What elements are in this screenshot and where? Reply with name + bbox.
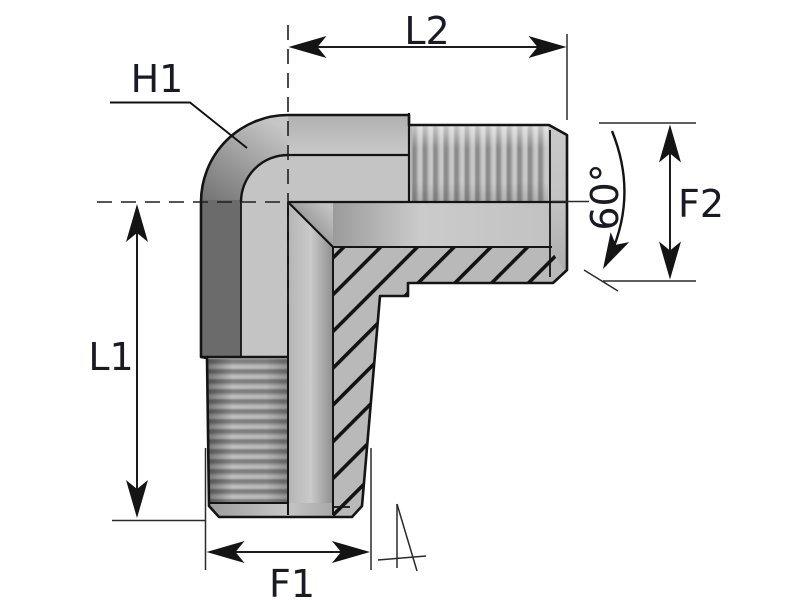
dim-f2: F2 — [599, 122, 724, 282]
dim-f1: F1 — [204, 448, 372, 600]
end-face-right — [550, 125, 567, 283]
bore-horizontal — [288, 202, 552, 247]
dim-l2: L2 — [288, 9, 568, 120]
internal-edges — [201, 113, 567, 515]
body-left-dark-flank — [201, 200, 241, 358]
label-l2: L2 — [404, 9, 449, 53]
angle-60-annotation: 60° — [552, 130, 630, 292]
section-hatch — [333, 247, 565, 516]
bore-vertical — [288, 202, 333, 516]
taper-symbol — [377, 503, 427, 572]
thread-right — [412, 126, 548, 202]
body-outline — [199, 113, 569, 519]
label-l1: L1 — [88, 335, 133, 379]
elbow-bend-surface — [201, 115, 288, 202]
thread-bottom — [208, 359, 288, 503]
body-top-band — [286, 115, 410, 155]
label-h1: H1 — [131, 57, 184, 101]
end-face-bottom — [204, 503, 366, 517]
label-f2: F2 — [678, 182, 724, 226]
fitting-body — [201, 115, 567, 517]
label-f1: F1 — [269, 562, 315, 600]
label-angle-60: 60° — [583, 163, 627, 230]
dim-l1: L1 — [88, 204, 205, 522]
h1-callout: H1 — [110, 57, 248, 149]
